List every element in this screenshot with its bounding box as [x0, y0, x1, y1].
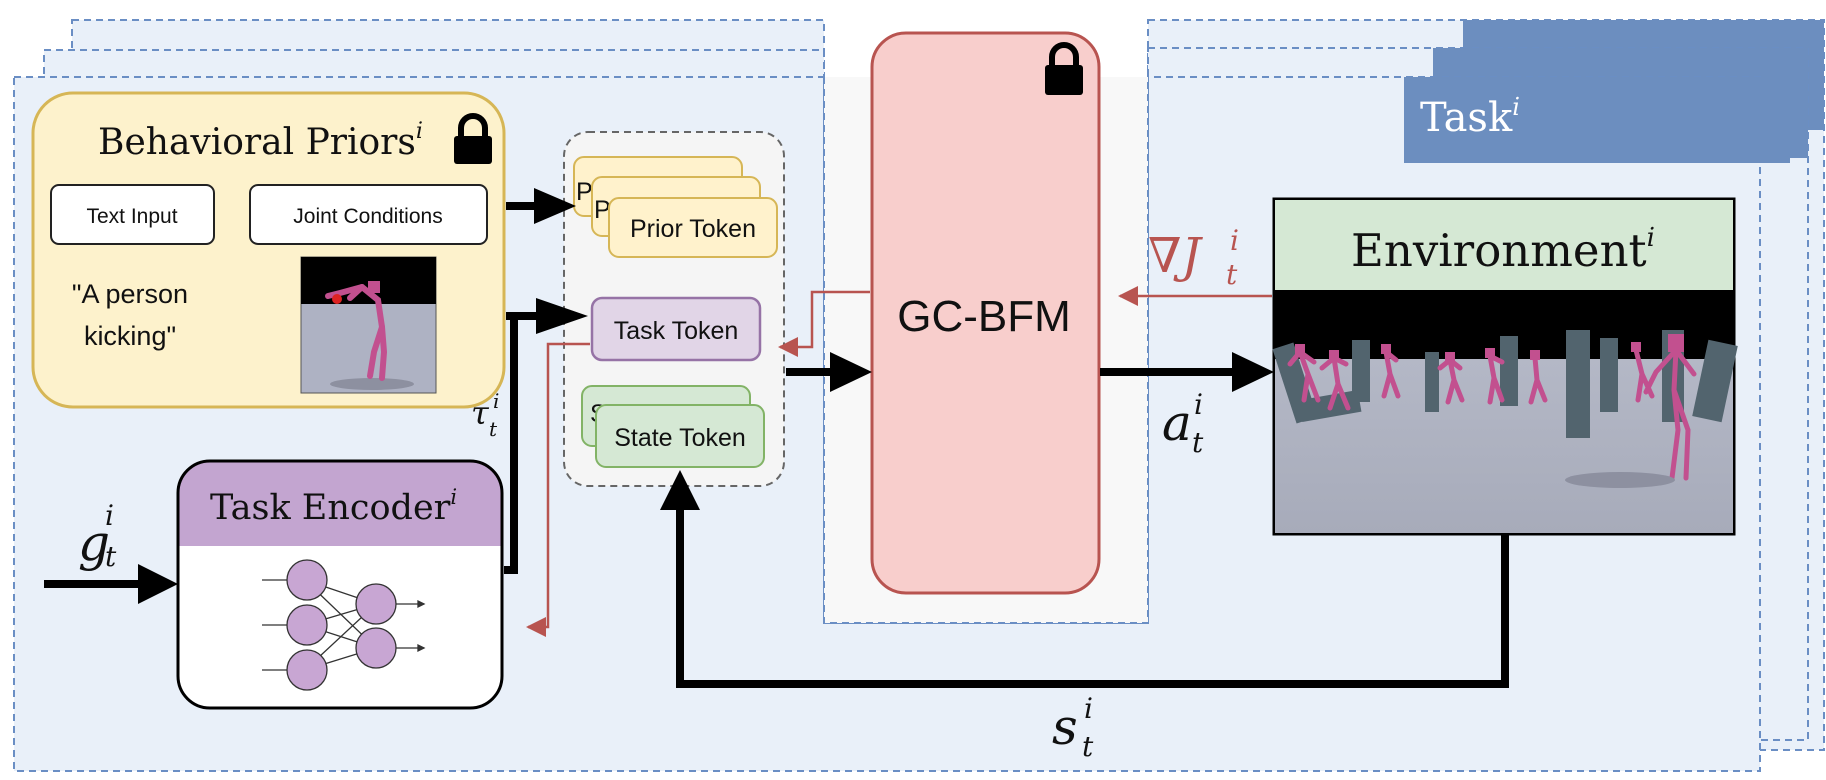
svg-text:t: t: [1082, 730, 1094, 763]
text-input-box: [50, 184, 215, 245]
token-group: P P Prior Token Task Token S State Token: [563, 131, 785, 487]
svg-text:a: a: [1162, 394, 1192, 452]
svg-text:i: i: [1084, 692, 1093, 725]
joint-conditions-box: [249, 184, 488, 245]
lock-icon: [1045, 42, 1083, 95]
svg-text:∇J: ∇J: [1148, 228, 1204, 284]
svg-text:t: t: [105, 540, 117, 573]
gc-bfm-bg: [870, 31, 1101, 595]
gc-bfm-box: GC-BFM: [870, 31, 1101, 595]
quote-line-2: kicking": [84, 321, 176, 351]
gc-bfm-label: GC-BFM: [897, 292, 1071, 341]
arrow-encoder-to-task-token: [504, 312, 540, 574]
task-token-label: Task Token: [614, 317, 739, 345]
task-tab-title: Taski: [1420, 93, 1520, 141]
svg-text:g: g: [78, 514, 110, 572]
symbol-grad-j: ∇J i t: [1148, 224, 1239, 291]
quote-line-1: "A person: [72, 279, 188, 309]
prior-token-middle-stub: P: [594, 196, 611, 224]
svg-text:t: t: [1226, 258, 1238, 291]
svg-text:i: i: [105, 499, 114, 532]
prior-token: [608, 197, 778, 258]
task-tab: Taski: [1404, 77, 1790, 163]
environment-title: Environmenti: [1351, 223, 1655, 277]
svg-text:i: i: [493, 389, 499, 413]
svg-text:i: i: [1194, 388, 1203, 421]
environment-scene-image: [1272, 290, 1738, 533]
state-token-label: State Token: [614, 424, 746, 452]
symbol-s: s i t: [1052, 692, 1094, 763]
arrow-model-gradient-to-task-token: [778, 290, 870, 357]
behavioral-priors-box: Behavioral Priorsi Text Input Joint Cond…: [31, 91, 506, 409]
neural-network-icon: [262, 559, 426, 691]
task-token: [590, 296, 762, 362]
svg-text:t: t: [1192, 426, 1204, 459]
environment-header: [1275, 200, 1733, 290]
environment-box: Environmenti: [1272, 197, 1738, 536]
prior-token-back-stub: P: [576, 178, 593, 206]
arrow-task-token-gradient-to-encoder: [526, 342, 590, 637]
arrows-black: [44, 202, 1509, 688]
lock-icon: [454, 113, 492, 164]
state-token: [595, 404, 765, 468]
arrow-env-to-state-token: [676, 500, 1509, 688]
symbol-tau: τ i t: [471, 389, 499, 441]
arrows-gradient: [526, 286, 1272, 637]
svg-text:τ: τ: [471, 394, 490, 432]
task-encoder-header: [178, 461, 502, 546]
symbol-a: a i t: [1162, 388, 1204, 459]
prior-token-label: Prior Token: [630, 215, 756, 243]
robot-kick-image: [300, 256, 437, 394]
symbol-g: g i t: [78, 499, 117, 573]
svg-text:i: i: [1230, 224, 1239, 257]
behavioral-priors-title: Behavioral Priorsi: [98, 119, 423, 163]
text-input-label: Text Input: [86, 205, 177, 228]
task-encoder-title: Task Encoderi: [210, 485, 457, 528]
joint-conditions-label: Joint Conditions: [293, 205, 442, 228]
arrowheads-black: [138, 188, 1274, 604]
task-tab-bg: [1404, 77, 1790, 163]
svg-text:t: t: [489, 417, 498, 441]
task-encoder-box: Task Encoderi: [176, 459, 504, 710]
svg-text:s: s: [1052, 698, 1078, 756]
